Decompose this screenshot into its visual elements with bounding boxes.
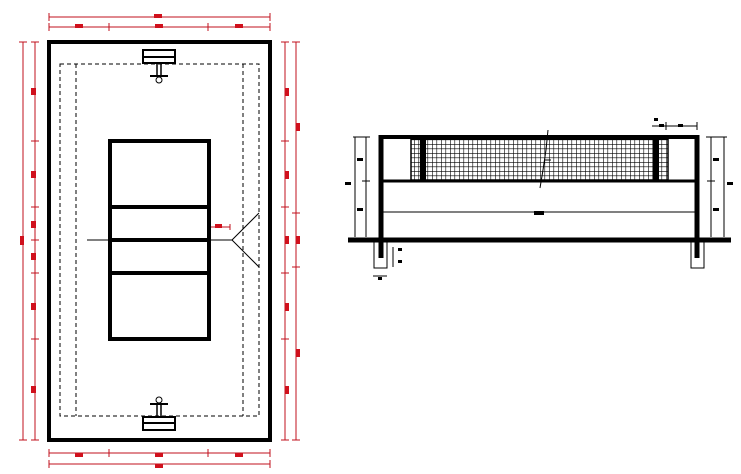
- referee-stand-bottom: [142, 396, 176, 431]
- left-height-dims: [345, 136, 370, 237]
- playing-court: [87, 139, 211, 341]
- plan-view: [19, 13, 300, 468]
- referee-stand-top: [142, 49, 176, 84]
- bottom-dimensions: [48, 449, 271, 468]
- right-height-dims: [706, 136, 733, 237]
- left-dimensions: [19, 41, 39, 441]
- top-right-dims: [652, 118, 698, 130]
- elevation-view: [345, 118, 733, 280]
- right-dimensions: [281, 41, 300, 441]
- net-post-guy-lines: [209, 212, 260, 268]
- top-dimensions: [48, 13, 271, 31]
- net-mesh: [410, 138, 669, 181]
- court-outer-boundary: [47, 40, 272, 442]
- footing-dims: [373, 247, 402, 280]
